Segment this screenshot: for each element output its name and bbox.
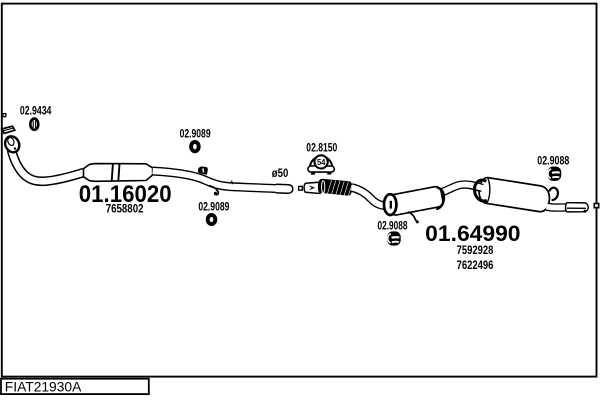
svg-text:02.9088: 02.9088: [537, 154, 569, 168]
svg-text:02.9434: 02.9434: [20, 103, 52, 117]
svg-text:7658802: 7658802: [106, 202, 144, 216]
svg-text:54: 54: [317, 158, 326, 167]
svg-text:02.9089: 02.9089: [198, 200, 229, 214]
svg-text:ø50: ø50: [272, 166, 289, 180]
svg-text:7592928: 7592928: [457, 243, 494, 257]
svg-text:01.16020: 01.16020: [79, 181, 172, 208]
svg-text:01.64990: 01.64990: [425, 221, 520, 246]
svg-text:02.9089: 02.9089: [180, 127, 211, 141]
svg-text:FIAT21930A: FIAT21930A: [5, 379, 82, 395]
svg-text:02.8150: 02.8150: [306, 140, 337, 154]
svg-text:02.9088: 02.9088: [378, 218, 408, 232]
svg-text:7622496: 7622496: [457, 258, 494, 272]
